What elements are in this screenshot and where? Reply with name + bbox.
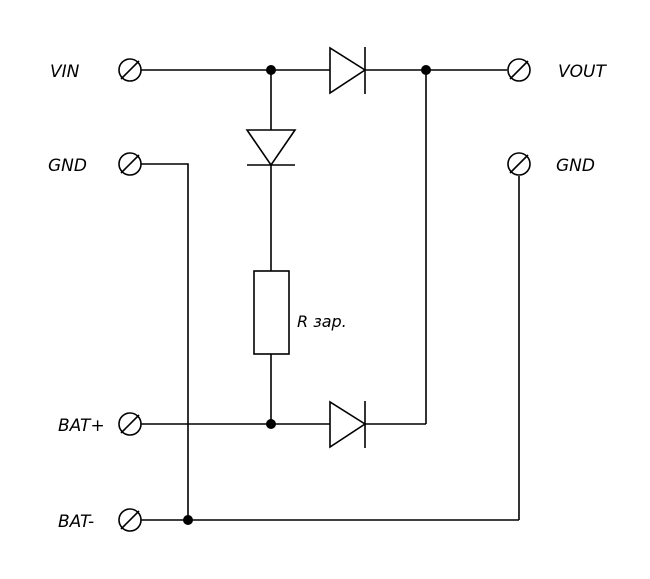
terminal-bat-minus — [118, 508, 142, 532]
terminal-vout — [507, 58, 531, 82]
wires — [141, 69, 520, 521]
label-gnd-in: GND — [48, 156, 87, 176]
junctions — [183, 65, 431, 525]
junction-vout-node — [421, 65, 431, 75]
label-bat-minus: BAT- — [58, 512, 94, 532]
charge-resistor — [253, 270, 290, 355]
label-bat-plus: BAT+ — [58, 416, 105, 436]
terminal-gnd-in — [118, 152, 142, 176]
diode-charge — [245, 129, 297, 167]
diode-vin-vout — [329, 46, 367, 95]
label-resistor: R зар. — [297, 312, 347, 331]
junction-vin-node — [266, 65, 276, 75]
wire-gnd-in — [141, 163, 189, 520]
label-vin: VIN — [50, 62, 80, 82]
terminal-gnd-out — [507, 152, 531, 176]
terminal-vin — [118, 58, 142, 82]
label-vout: VOUT — [558, 62, 607, 82]
diode-battery — [329, 400, 367, 449]
terminal-bat-plus — [118, 412, 142, 436]
junction-batplus-node — [266, 419, 276, 429]
label-gnd-out: GND — [556, 156, 595, 176]
junction-batminus-node — [183, 515, 193, 525]
